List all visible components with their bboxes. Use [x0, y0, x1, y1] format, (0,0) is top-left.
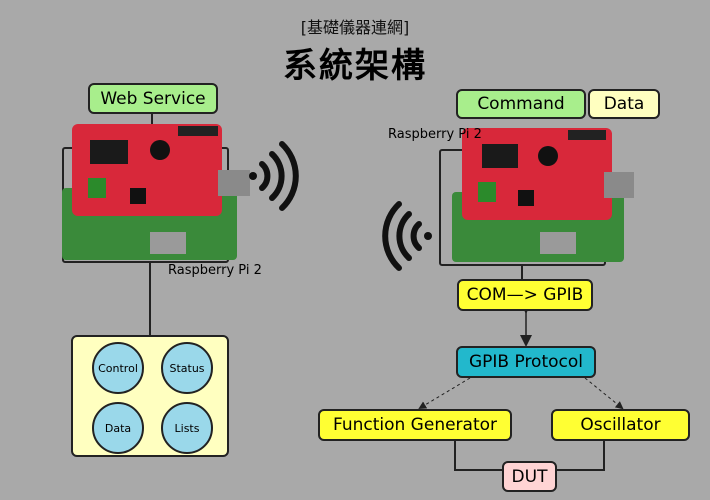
page-title: 系統架構 [283, 46, 427, 86]
subtitle: [基礎儀器連網] [300, 18, 410, 37]
right-pi-label: Raspberry Pi 2 [388, 127, 482, 142]
function-generator-box: Function Generator [318, 409, 512, 441]
left-raspberry-pi-board [62, 124, 250, 260]
to-oscillator-arrow [584, 377, 624, 410]
left-pi-label: Raspberry Pi 2 [168, 263, 262, 278]
right-wifi-icon [382, 201, 432, 271]
right-raspberry-pi-board [452, 128, 634, 262]
dut-box: DUT [502, 461, 557, 492]
web-service-box: Web Service [88, 83, 218, 114]
data-circle: Data [92, 402, 144, 454]
status-circle: Status [161, 342, 213, 394]
com-gpib-box: COM—> GPIB [457, 279, 593, 311]
control-circle: Control [92, 342, 144, 394]
to-function-generator-arrow [418, 377, 471, 410]
lists-circle: Lists [161, 402, 213, 454]
oscillator-box: Oscillator [551, 409, 690, 441]
data-box: Data [588, 89, 660, 119]
gpib-protocol-box: GPIB Protocol [456, 346, 596, 378]
command-box: Command [456, 89, 586, 119]
left-wifi-icon [249, 141, 299, 211]
